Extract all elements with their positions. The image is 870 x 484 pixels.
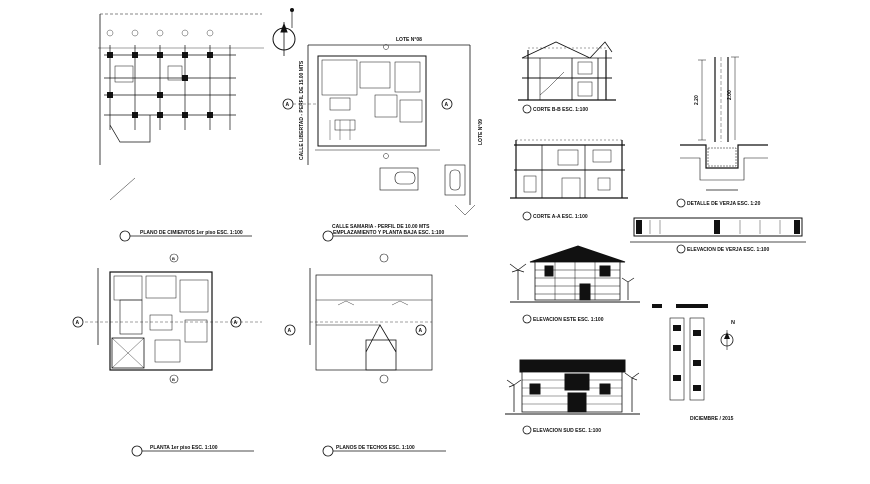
- date-label: DICIEMBRE / 2015: [690, 416, 734, 422]
- axis-a-left: A: [286, 102, 290, 108]
- caption-roof: PLANOS DE TECHOS ESC. 1:100: [336, 445, 415, 451]
- caption-foundation: PLANO DE CIMIENTOS 1er piso ESC. 1:100: [140, 230, 243, 236]
- caption-south: ELEVACION SUD ESC. 1:100: [533, 428, 601, 434]
- pillar-height-dim: 2.00: [727, 90, 733, 100]
- axis-b-ff-bottom: B: [172, 377, 175, 382]
- axis-a-roof-right: A: [419, 328, 423, 334]
- caption-first-floor: PLANTA 1er piso ESC. 1:100: [150, 445, 218, 451]
- axis-a-roof-left: A: [288, 328, 292, 334]
- calle-libertad-label: CALLE LIBERTAD - PERFIL DE 15.00 MTS: [299, 60, 305, 160]
- site-plan: [307, 44, 476, 216]
- axis-a-ff-left: A: [76, 320, 80, 326]
- lote-top-label: LOTE N°08: [396, 37, 422, 43]
- caption-fence-detail: DETALLE DE VERJA ESC. 1:20: [687, 201, 761, 207]
- calle-samaria-label: CALLE SAMARIA - PERFIL DE 10.00 MTS: [332, 224, 430, 230]
- fence-detail: [680, 56, 768, 191]
- caption-markers: [119, 104, 686, 457]
- foundation-plan: [98, 13, 264, 201]
- fence-elevation: [630, 217, 806, 243]
- north-label: N: [731, 320, 735, 326]
- axis-a-ff-right: A: [234, 320, 238, 326]
- caption-east: ELEVACION ESTE ESC. 1:100: [533, 317, 604, 323]
- section-aa: [510, 139, 628, 199]
- caption-section-bb: CORTE B-B ESC. 1:100: [533, 107, 588, 113]
- axis-a-right: A: [445, 102, 449, 108]
- axis-b-ff-top: B: [172, 256, 175, 261]
- roof-plan: [284, 253, 433, 384]
- caption-site: EMPLAZAMIENTO Y PLANTA BAJA ESC. 1:100: [333, 230, 444, 236]
- east-elevation: [509, 245, 640, 303]
- axis-marker-a: [282, 98, 453, 110]
- caption-fence-elevation: ELEVACION DE VERJA ESC. 1:100: [687, 247, 769, 253]
- north-arrow-top: [272, 8, 296, 56]
- section-bb: [518, 41, 616, 101]
- first-floor-plan: [72, 253, 262, 384]
- wall-height-dim: 2.20: [694, 95, 700, 105]
- south-elevation: [505, 359, 640, 415]
- caption-section-aa: CORTE A-A ESC. 1:100: [533, 214, 588, 220]
- lote-right-label: LOTE N°09: [478, 119, 484, 145]
- location-plan: [652, 304, 734, 401]
